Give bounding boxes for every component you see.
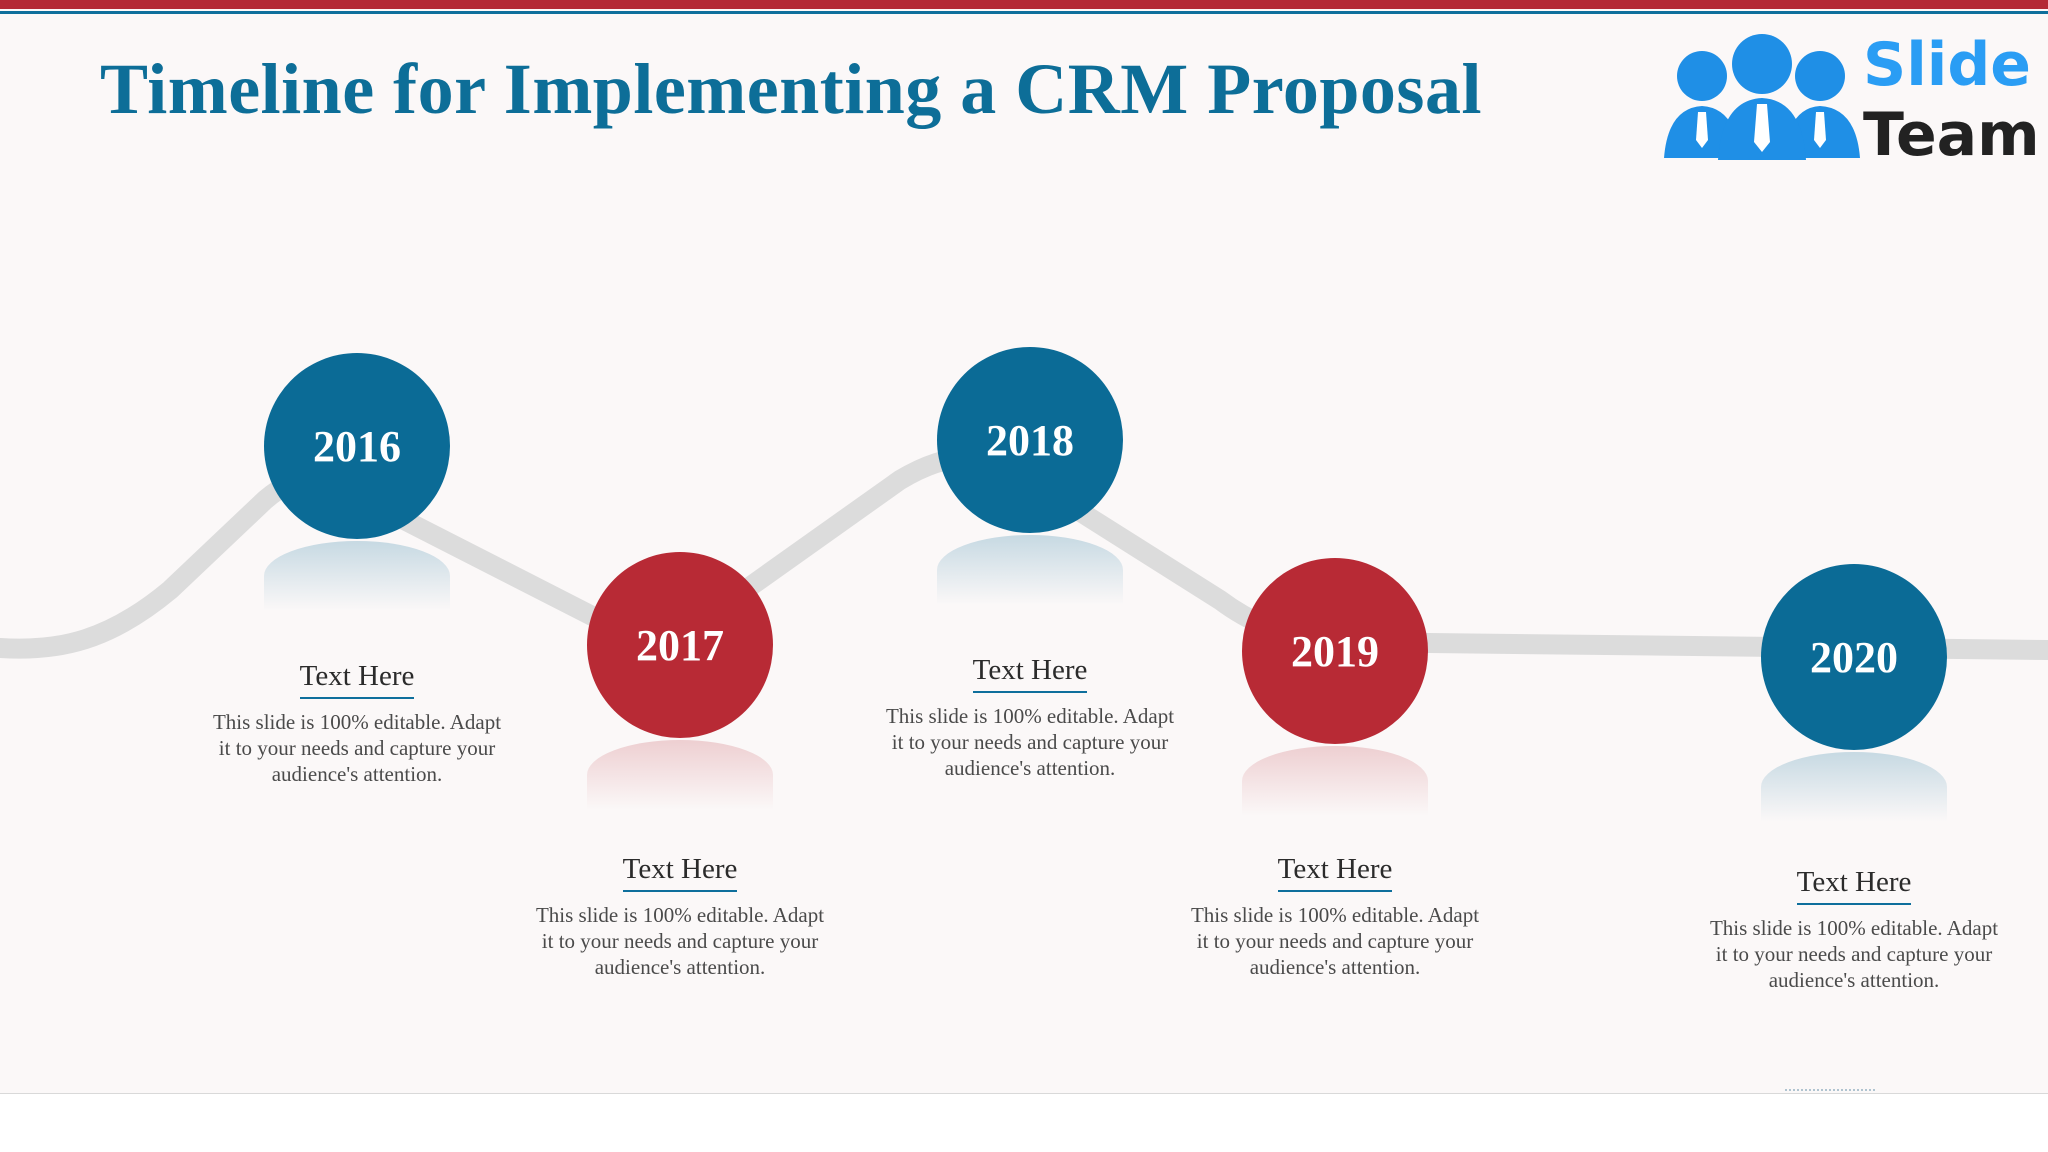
milestone-node-2016: 2016 xyxy=(264,353,450,539)
milestone-heading: Text Here xyxy=(299,660,415,699)
milestone-node-2019: 2019 xyxy=(1242,558,1428,744)
logo-word-team: Team xyxy=(1863,100,2040,170)
milestone-description: This slide is 100% editable. Adapt it to… xyxy=(212,710,502,786)
top-accent-line xyxy=(0,11,2048,14)
milestone-text-2017: Text Here This slide is 100% editable. A… xyxy=(535,853,825,980)
milestone-year: 2019 xyxy=(1291,626,1379,676)
slide-bottom-divider xyxy=(0,1093,2048,1094)
logo-word-slide: Slide xyxy=(1863,30,2031,100)
slide-title: Timeline for Implementing a CRM Proposal xyxy=(100,49,1482,129)
milestone-heading: Text Here xyxy=(1277,853,1393,892)
milestone-text-2016: Text Here This slide is 100% editable. A… xyxy=(212,660,502,787)
milestone-reflection xyxy=(937,535,1123,605)
milestone-node-2020: 2020 xyxy=(1761,564,1947,750)
top-accent-bar xyxy=(0,0,2048,9)
milestone-description: This slide is 100% editable. Adapt it to… xyxy=(1190,903,1480,979)
milestone-year: 2018 xyxy=(986,415,1074,465)
footer-dots xyxy=(1785,1089,1875,1091)
milestone-reflection xyxy=(1242,746,1428,816)
milestone-reflection xyxy=(264,541,450,611)
milestone-text-2019: Text Here This slide is 100% editable. A… xyxy=(1190,853,1480,980)
milestone-text-2020: Text Here This slide is 100% editable. A… xyxy=(1709,866,1999,993)
milestone-description: This slide is 100% editable. Adapt it to… xyxy=(1709,916,1999,992)
milestone-heading: Text Here xyxy=(1796,866,1912,905)
milestone-node-2018: 2018 xyxy=(937,347,1123,533)
milestone-heading: Text Here xyxy=(972,654,1088,693)
milestone-heading: Text Here xyxy=(622,853,738,892)
milestone-description: This slide is 100% editable. Adapt it to… xyxy=(885,704,1175,780)
people-group-icon xyxy=(1664,34,1860,160)
slide-canvas: Timeline for Implementing a CRM Proposal… xyxy=(0,0,2048,993)
milestone-reflection xyxy=(587,740,773,810)
milestone-reflection xyxy=(1761,752,1947,822)
slideteam-logo: Slide Team xyxy=(1662,30,2040,170)
milestone-description: This slide is 100% editable. Adapt it to… xyxy=(535,903,825,979)
milestone-year: 2016 xyxy=(313,421,401,471)
milestone-text-2018: Text Here This slide is 100% editable. A… xyxy=(885,654,1175,781)
milestone-year: 2017 xyxy=(636,620,724,670)
milestone-node-2017: 2017 xyxy=(587,552,773,738)
milestone-year: 2020 xyxy=(1810,632,1898,682)
